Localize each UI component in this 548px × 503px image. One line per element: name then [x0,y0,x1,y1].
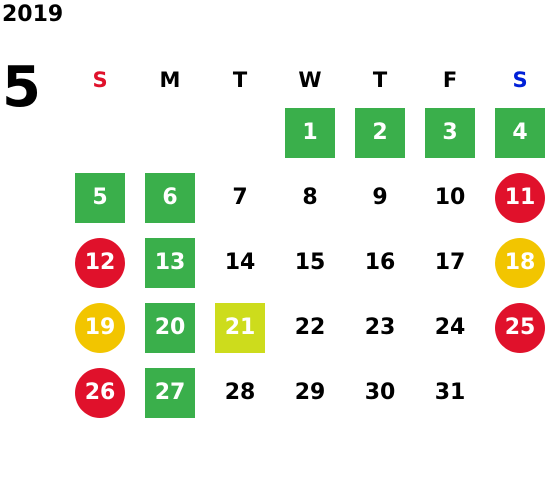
empty-day-cell [65,100,135,165]
day-number-marked: 21 [215,302,265,353]
day-number-marked: 19 [75,302,125,353]
month-label: 5 [2,55,41,120]
day-cell[interactable]: 26 [65,360,135,425]
day-cell[interactable]: 29 [275,360,345,425]
day-cell[interactable]: 13 [135,230,205,295]
day-cell[interactable]: 16 [345,230,415,295]
day-number-marked: 12 [75,237,125,288]
day-cell[interactable]: 1 [275,100,345,165]
day-cell[interactable]: 20 [135,295,205,360]
day-number-marked: 13 [145,237,195,288]
day-number: 16 [364,250,396,275]
day-cell[interactable]: 18 [485,230,548,295]
day-number: 15 [294,250,326,275]
day-number-marked: 18 [495,237,545,288]
day-number-marked: 25 [495,302,545,353]
day-cell[interactable]: 31 [415,360,485,425]
day-number: 14 [224,250,256,275]
day-cell[interactable]: 23 [345,295,415,360]
day-number: 30 [364,380,396,405]
weekday-header-fri: F [442,68,458,92]
day-cell[interactable]: 10 [415,165,485,230]
day-number-marked: 3 [425,107,475,158]
day-cell[interactable]: 4 [485,100,548,165]
day-cell[interactable]: 28 [205,360,275,425]
weekday-header-thu: T [372,68,388,92]
day-number: 8 [302,185,318,210]
day-cell[interactable]: 6 [135,165,205,230]
weekday-header-sat: S [512,68,528,92]
day-cell[interactable]: 15 [275,230,345,295]
day-cell[interactable]: 12 [65,230,135,295]
day-number: 17 [434,250,466,275]
weekday-header-mon: M [159,68,181,92]
weekday-header-tue: T [232,68,248,92]
empty-day-cell [205,100,275,165]
day-cell[interactable]: 27 [135,360,205,425]
day-number: 22 [294,315,326,340]
day-number-marked: 11 [495,172,545,223]
day-number: 29 [294,380,326,405]
day-cell[interactable]: 24 [415,295,485,360]
day-number-marked: 2 [355,107,405,158]
day-cell[interactable]: 9 [345,165,415,230]
day-number-marked: 4 [495,107,545,158]
day-number-marked: 6 [145,172,195,223]
day-number: 9 [372,185,388,210]
day-number: 23 [364,315,396,340]
day-cell[interactable]: 7 [205,165,275,230]
day-number: 10 [434,185,466,210]
day-cell[interactable]: 5 [65,165,135,230]
day-cell[interactable]: 21 [205,295,275,360]
day-number-marked: 5 [75,172,125,223]
day-cell[interactable]: 2 [345,100,415,165]
day-number: 7 [232,185,248,210]
day-cell[interactable]: 19 [65,295,135,360]
day-cell[interactable]: 14 [205,230,275,295]
empty-day-cell [485,360,548,425]
day-number: 28 [224,380,256,405]
day-number-marked: 20 [145,302,195,353]
day-cell[interactable]: 25 [485,295,548,360]
day-cell[interactable]: 17 [415,230,485,295]
day-cell[interactable]: 11 [485,165,548,230]
empty-day-cell [135,100,205,165]
day-number: 24 [434,315,466,340]
day-number-marked: 27 [145,367,195,418]
weekday-header-sun: S [92,68,108,92]
year-label: 2019 [2,2,64,27]
day-number: 31 [434,380,466,405]
day-cell[interactable]: 22 [275,295,345,360]
day-number-marked: 1 [285,107,335,158]
day-cell[interactable]: 30 [345,360,415,425]
weekday-header-wed: W [298,68,322,92]
day-cell[interactable]: 3 [415,100,485,165]
day-cell[interactable]: 8 [275,165,345,230]
day-number-marked: 26 [75,367,125,418]
